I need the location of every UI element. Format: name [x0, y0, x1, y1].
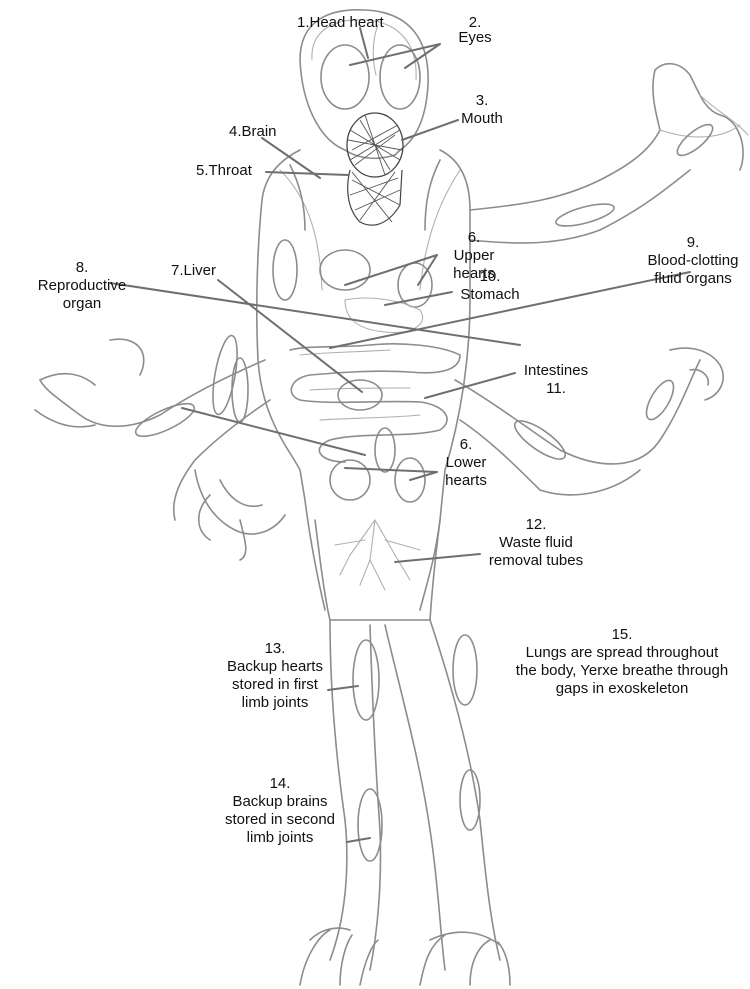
right-arm — [469, 62, 744, 244]
right-foot — [419, 931, 511, 986]
label-blood-clotting-num: 9. — [686, 234, 700, 251]
label-waste: 12. Waste fluid removal tubes — [489, 516, 583, 570]
label-backup-hearts-num: 13. — [264, 640, 286, 657]
label-intestines-num: 11. — [546, 380, 566, 397]
label-waste-num: 12. — [525, 516, 547, 533]
label-upper-hearts: 6. Upper hearts — [453, 229, 495, 283]
throat-hatch — [347, 169, 403, 226]
label-backup-brains-line1: Backup brains — [232, 793, 328, 810]
torso-outline — [255, 149, 326, 611]
leader-backup-hearts — [327, 685, 359, 691]
left-foot — [299, 927, 379, 986]
left-eye — [320, 44, 370, 110]
leader-liver — [217, 279, 363, 393]
leader-head-heart — [359, 27, 369, 59]
leader-waste — [394, 553, 481, 563]
backup-brain-left — [357, 788, 383, 862]
leader-intestines — [424, 372, 516, 399]
label-intestines: Intestines 11. — [524, 362, 588, 398]
label-backup-brains-line3: limb joints — [246, 829, 314, 846]
leader-eyes — [349, 43, 441, 69]
label-backup-hearts-line2: stored in first — [232, 676, 318, 693]
label-throat: 5.Throat — [196, 162, 252, 179]
right-lower-arm — [454, 359, 701, 496]
label-reproductive: 8. Reproductive organ — [38, 259, 126, 313]
label-backup-hearts-line3: limb joints — [241, 694, 309, 711]
leader-upper-hearts — [344, 254, 438, 286]
label-lower-hearts-line2: hearts — [445, 472, 487, 489]
label-reproductive-num: 8. — [75, 259, 89, 276]
label-lower-hearts: 6. Lower hearts — [445, 436, 487, 490]
label-eyes-text: Eyes — [458, 29, 492, 46]
label-backup-brains-num: 14. — [269, 775, 291, 792]
right-eye — [379, 44, 421, 110]
label-waste-line1: Waste fluid — [499, 534, 573, 551]
leader-blood-clotting — [329, 271, 691, 349]
left-lower-arm — [39, 359, 271, 521]
label-blood-clotting-line1: Blood-clotting — [647, 252, 739, 269]
label-backup-brains: 14. Backup brains stored in second limb … — [225, 775, 335, 847]
label-upper-hearts-line2: hearts — [453, 265, 495, 282]
stomach — [344, 297, 424, 334]
label-eyes: 2. Eyes — [458, 14, 491, 47]
label-reproductive-line2: organ — [62, 295, 102, 312]
waste-tubes — [334, 519, 421, 591]
label-mouth-text: Mouth — [461, 110, 503, 127]
label-lungs-line1: Lungs are spread throughout — [525, 644, 719, 661]
leader-lower-hearts — [344, 467, 438, 481]
label-stomach: 10. Stomach — [460, 268, 519, 304]
label-intestines-text: Intestines — [523, 362, 589, 379]
label-stomach-text: Stomach — [460, 286, 520, 303]
label-waste-line2: removal tubes — [488, 552, 584, 569]
label-stomach-num: 10. — [479, 268, 501, 285]
lower-heart-left — [329, 459, 371, 501]
label-mouth-num: 3. — [475, 92, 489, 109]
mouth-hatch — [346, 112, 404, 178]
leader-throat — [265, 171, 349, 176]
right-leg — [384, 619, 501, 971]
label-backup-hearts-line1: Backup hearts — [227, 658, 323, 675]
label-mouth: 3. Mouth — [461, 92, 503, 128]
label-lungs-line2: the body, Yerxe breathe through — [515, 662, 729, 679]
label-backup-hearts: 13. Backup hearts stored in first limb j… — [227, 640, 323, 712]
label-lower-hearts-line1: Lower — [445, 454, 487, 471]
label-upper-hearts-line1: Upper — [453, 247, 495, 264]
leader-backup-brains — [346, 837, 371, 843]
leader-stomach — [384, 291, 453, 306]
upper-heart-left — [319, 249, 371, 291]
leader-mouth — [401, 119, 459, 141]
label-lower-hearts-num: 6. — [459, 436, 473, 453]
leader-left-claw — [181, 407, 366, 456]
label-upper-hearts-num: 6. — [467, 229, 481, 246]
label-blood-clotting: 9. Blood-clotting fluid organs — [648, 234, 739, 288]
backup-heart-left — [352, 639, 380, 721]
label-blood-clotting-line2: fluid organs — [654, 270, 732, 287]
label-lungs: 15. Lungs are spread throughout the body… — [516, 626, 728, 698]
lower-heart-right — [394, 457, 426, 503]
backup-brain-right — [459, 769, 481, 831]
label-lungs-num: 15. — [611, 626, 633, 643]
leader-reproductive — [109, 282, 521, 346]
label-lungs-line3: gaps in exoskeleton — [555, 680, 689, 697]
label-head-heart: 1.Head heart — [297, 14, 384, 31]
label-eyes-num: 2. — [468, 14, 482, 31]
head-outline — [299, 9, 429, 160]
liver — [337, 379, 383, 411]
leader-brain — [261, 137, 321, 179]
backup-heart-right — [452, 634, 478, 706]
label-reproductive-line1: Reproductive — [37, 277, 127, 294]
left-leg — [329, 619, 382, 971]
label-brain: 4.Brain — [229, 123, 277, 140]
label-liver: 7.Liver — [171, 262, 217, 279]
hips — [314, 519, 441, 621]
label-backup-brains-line2: stored in second — [224, 811, 336, 828]
